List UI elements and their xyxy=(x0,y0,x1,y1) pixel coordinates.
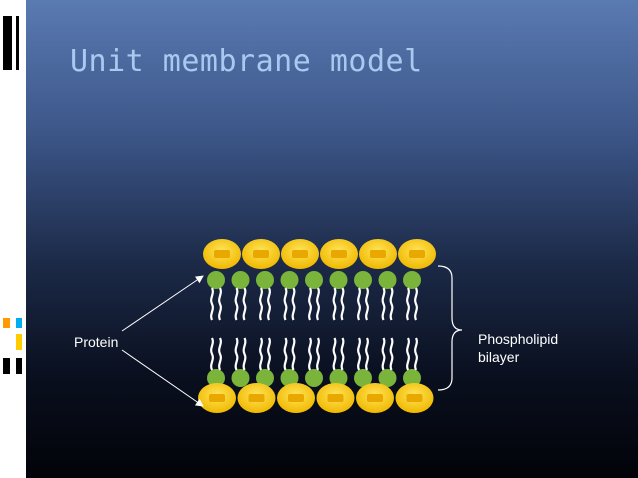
lipid-tail-lower xyxy=(283,337,288,371)
lipid-tail-upper xyxy=(406,287,410,321)
decor-block xyxy=(3,318,10,328)
slide-title: Unit membrane model xyxy=(70,44,423,79)
lipid-head-upper xyxy=(403,271,421,289)
protein-arrow-up xyxy=(121,275,204,332)
lipid-tail-upper xyxy=(389,287,394,321)
lipid-head-upper xyxy=(329,271,348,289)
phospholipid-bilayer-label: Phospholipid bilayer xyxy=(478,330,558,366)
lipid-head-lower xyxy=(305,369,323,387)
lipid-tail-lower xyxy=(210,337,214,371)
protein-core-bottom xyxy=(406,394,423,402)
lipid-tail-lower xyxy=(242,337,247,371)
protein-core-top xyxy=(370,250,386,258)
protein-core-bottom xyxy=(209,394,225,402)
lipid-head-lower xyxy=(378,369,397,387)
lipid-tail-lower xyxy=(267,337,271,371)
protein-core-bottom xyxy=(327,394,344,402)
lipid-tail-lower xyxy=(365,337,369,371)
lipid-tail-upper xyxy=(242,287,247,321)
decor-block xyxy=(3,358,10,374)
lipid-tail-upper xyxy=(357,287,361,321)
lipid-head-lower xyxy=(231,369,250,387)
lipid-tail-lower xyxy=(308,337,312,371)
lipid-tail-lower xyxy=(332,337,337,371)
lipid-tail-upper xyxy=(332,287,337,321)
decor-block xyxy=(16,16,19,70)
lipid-tail-lower xyxy=(316,337,320,371)
lipid-head-upper xyxy=(305,271,323,289)
protein-arrow-down xyxy=(121,349,204,407)
lipid-head-lower xyxy=(403,369,421,387)
lipid-tail-upper xyxy=(340,287,345,321)
protein-core-top xyxy=(292,250,308,258)
lipid-tail-upper xyxy=(381,287,386,321)
protein-label: Protein xyxy=(74,334,119,350)
lipid-tail-upper xyxy=(210,287,214,321)
lipid-head-lower xyxy=(354,369,372,387)
lipid-tail-upper xyxy=(259,287,263,321)
lipid-head-lower xyxy=(280,369,299,387)
lipid-tail-lower xyxy=(291,337,296,371)
lipid-head-upper xyxy=(354,271,372,289)
lipid-tail-lower xyxy=(234,337,239,371)
bilayer-brace xyxy=(437,265,463,391)
protein-core-bottom xyxy=(288,394,304,402)
protein-layer-bottom xyxy=(198,383,434,413)
lipid-tail-upper xyxy=(234,287,239,321)
lipid-tail-lower xyxy=(259,337,263,371)
protein-core-top xyxy=(214,250,230,258)
protein-core-bottom xyxy=(367,394,383,402)
lipid-head-lower xyxy=(256,369,274,387)
lipid-tail-upper xyxy=(291,287,296,321)
lipid-head-upper xyxy=(280,271,299,289)
protein-core-bottom xyxy=(248,394,265,402)
lipid-head-upper xyxy=(207,271,225,289)
protein-core-top xyxy=(409,250,425,258)
lipid-tail-lower xyxy=(218,337,222,371)
protein-core-top xyxy=(331,250,347,258)
phospholipid-label-line1: Phospholipid xyxy=(478,331,559,347)
lipid-tail-lower xyxy=(389,337,394,371)
lipid-tail-upper xyxy=(308,287,312,321)
phospholipid-bilayer xyxy=(207,271,421,387)
lipid-head-upper xyxy=(231,271,250,289)
lipid-head-lower xyxy=(207,369,225,387)
lipid-tail-upper xyxy=(267,287,271,321)
left-accent-strip xyxy=(0,0,26,478)
lipid-head-upper xyxy=(256,271,274,289)
lipid-tail-upper xyxy=(218,287,222,321)
lipid-tail-lower xyxy=(406,337,410,371)
lipid-head-lower xyxy=(329,369,348,387)
decor-block xyxy=(3,16,12,70)
decor-block xyxy=(16,318,22,328)
lipid-tail-lower xyxy=(357,337,361,371)
protein-layer-top xyxy=(203,239,436,269)
lipid-tail-upper xyxy=(283,287,288,321)
lipid-tail-upper xyxy=(414,287,418,321)
lipid-tail-lower xyxy=(414,337,418,371)
lipid-head-upper xyxy=(378,271,397,289)
lipid-tail-upper xyxy=(365,287,369,321)
phospholipid-label-line2: bilayer xyxy=(478,349,520,365)
lipid-tail-lower xyxy=(381,337,386,371)
protein-core-top xyxy=(253,250,269,258)
lipid-tail-lower xyxy=(340,337,345,371)
lipid-tail-upper xyxy=(316,287,320,321)
decor-block xyxy=(16,334,22,350)
decor-block xyxy=(16,358,22,374)
